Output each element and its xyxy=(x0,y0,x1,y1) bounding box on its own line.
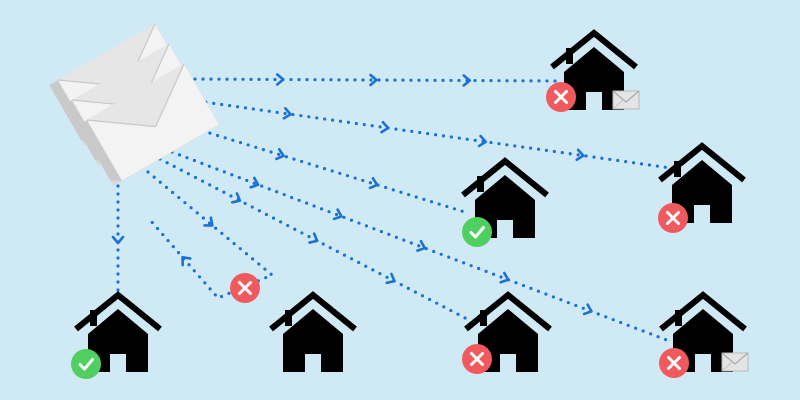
dotted-route-line xyxy=(170,150,674,344)
route-to-bottom-center xyxy=(158,157,471,322)
route-to-top-right xyxy=(185,73,562,87)
house-icon xyxy=(269,291,357,372)
check-circle-icon xyxy=(71,349,101,379)
route-arrow-icon xyxy=(282,107,292,120)
route-arrow-icon xyxy=(380,120,390,134)
route-arrow-icon xyxy=(230,192,242,204)
route-arrow-icon xyxy=(582,303,593,316)
x-circle-icon xyxy=(659,348,689,378)
route-arrow-icon xyxy=(575,148,585,162)
house-icon xyxy=(74,291,162,372)
route-arrow-icon xyxy=(416,239,427,252)
mail-icon xyxy=(721,352,749,372)
route-arrow-icon xyxy=(275,73,285,86)
route-to-bottom-right xyxy=(170,150,674,344)
houses xyxy=(74,29,747,372)
house-icon xyxy=(658,142,746,223)
house-icon xyxy=(464,291,552,372)
route-arrow-icon xyxy=(332,208,343,221)
route-arrow-icon xyxy=(499,271,510,284)
route-arrow-icon xyxy=(249,176,260,189)
route-arrow-icon xyxy=(181,255,192,267)
route-to-center xyxy=(185,124,470,215)
route-arrow-icon xyxy=(369,73,378,87)
dotted-route-line xyxy=(185,77,562,83)
x-circle-icon xyxy=(462,344,492,374)
route-arrow-icon xyxy=(275,148,285,161)
route-arrow-icon xyxy=(368,177,379,190)
x-circle-icon xyxy=(230,273,260,303)
email-envelope-3 xyxy=(78,63,220,186)
route-arrow-icon xyxy=(308,232,319,244)
house-icon xyxy=(659,291,747,372)
mail-icon xyxy=(612,90,640,110)
route-arrow-icon xyxy=(462,74,472,87)
route-arrow-icon xyxy=(385,272,396,285)
route-to-bottom-left xyxy=(111,184,125,296)
route-to-mid-right xyxy=(188,98,680,171)
route-arrow-icon xyxy=(203,216,214,227)
x-circle-icon xyxy=(546,82,576,112)
envelope-stack-icon xyxy=(49,23,220,186)
dotted-route-line xyxy=(185,124,470,215)
x-circle-icon xyxy=(658,203,688,233)
route-arrow-icon xyxy=(111,235,125,245)
house-icon xyxy=(550,29,638,110)
dotted-route-line xyxy=(188,98,680,171)
route-arrow-icon xyxy=(477,134,488,148)
house-icon xyxy=(461,157,549,238)
check-circle-icon xyxy=(462,217,492,247)
